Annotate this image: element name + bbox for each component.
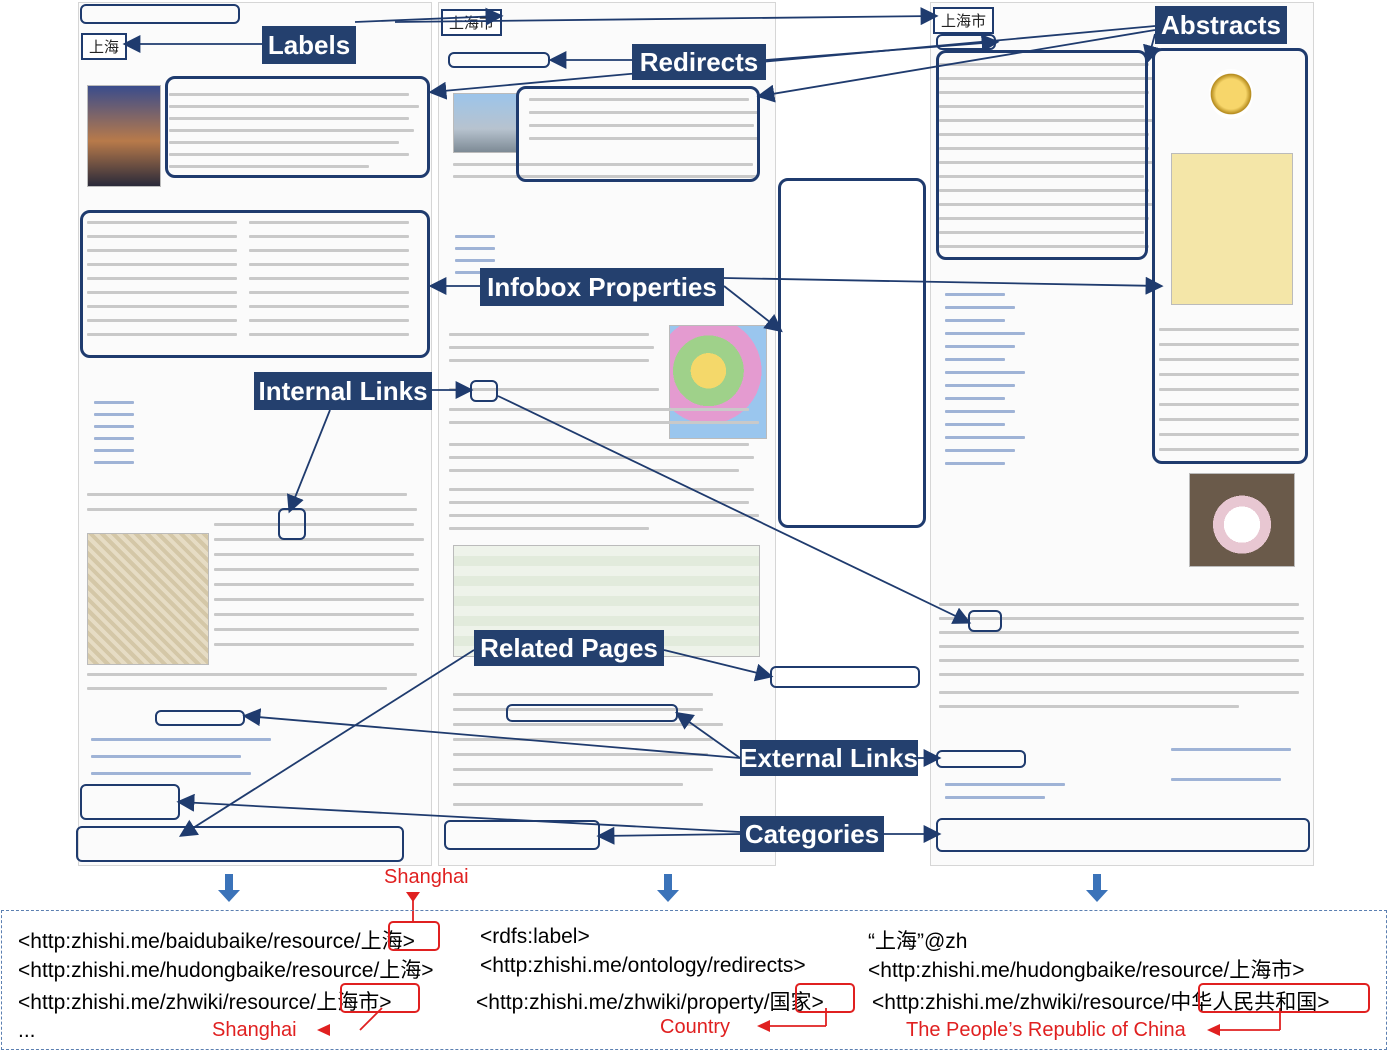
predicate-label: <rdfs:label> xyxy=(480,925,590,948)
label-abstracts: Abstracts xyxy=(1155,6,1287,44)
wiki-abstract-box xyxy=(936,50,1148,260)
wiki-link-box xyxy=(968,610,1002,632)
down-arrow-icon xyxy=(1086,874,1108,902)
wiki-infobox-box xyxy=(1152,48,1308,464)
annotation-shanghai-top: Shanghai xyxy=(384,866,469,888)
highlight-shanghai-zhwiki xyxy=(340,983,420,1013)
hudong-page-title: 上海市 xyxy=(441,9,503,36)
annotation-prc: The People’s Republic of China xyxy=(906,1019,1186,1041)
label-redirects: Redirects xyxy=(632,44,766,80)
label-related-pages: Related Pages xyxy=(474,630,664,666)
baidu-infobox-box xyxy=(80,210,430,358)
rdf-triples-box: <http:zhishi.me/baidubaike/resource/上海> … xyxy=(1,910,1387,1050)
skyline-photo xyxy=(87,85,161,187)
hudong-related-box xyxy=(770,666,920,688)
old-map-image xyxy=(87,533,209,665)
label-external-links: External Links xyxy=(740,740,918,776)
predicate-redirects: <http:zhishi.me/ontology/redirects> xyxy=(480,954,806,977)
china-map-image xyxy=(1171,153,1293,305)
label-categories: Categories xyxy=(740,816,884,852)
subject-hudong: <http:zhishi.me/hudongbaike/resource/上海> xyxy=(18,959,434,982)
down-arrow-icon xyxy=(657,874,679,902)
hudong-category-box xyxy=(444,820,600,850)
subject-baidu: <http:zhishi.me/baidubaike/resource/上海> xyxy=(18,930,415,953)
down-arrow-icon xyxy=(218,874,240,902)
wikipedia-page: 上海市 xyxy=(930,2,1314,866)
hudong-link-box xyxy=(470,380,498,402)
label-internal-links: Internal Links xyxy=(254,372,432,410)
label-infobox-properties: Infobox Properties xyxy=(480,268,724,306)
hudong-external-box xyxy=(506,704,678,722)
emblem-image xyxy=(1209,69,1253,119)
baidu-external-box xyxy=(155,710,245,726)
wiki-page-title: 上海市 xyxy=(933,7,995,34)
subject-zhwiki: <http:zhishi.me/zhwiki/resource/上海市> xyxy=(18,991,392,1014)
magnolia-photo xyxy=(1189,473,1295,567)
baidu-page-title: 上海 xyxy=(81,33,128,60)
label-labels: Labels xyxy=(262,26,356,64)
baidu-abstract-box xyxy=(165,76,430,178)
wiki-category-box xyxy=(936,818,1310,852)
baidu-note-box xyxy=(80,4,240,24)
highlight-country xyxy=(795,983,855,1013)
wiki-redirect-box xyxy=(936,34,996,50)
object-label: “上海”@zh xyxy=(868,930,968,953)
triples-ellipsis: ... xyxy=(18,1019,36,1042)
hudong-infobox-box xyxy=(778,178,926,528)
object-redirect: <http:zhishi.me/hudongbaike/resource/上海市… xyxy=(868,959,1305,982)
hudong-abstract-box xyxy=(516,86,760,182)
highlight-prc xyxy=(1198,983,1370,1013)
baidu-open-category-box xyxy=(80,784,180,820)
annotation-country: Country xyxy=(660,1016,731,1038)
predicate-country: <http:zhishi.me/zhwiki/property/国家> xyxy=(476,991,824,1014)
highlight-shanghai-baidu xyxy=(388,921,440,951)
baidu-link-box xyxy=(278,508,306,540)
annotation-shanghai-bottom: Shanghai xyxy=(212,1019,297,1041)
city-photo xyxy=(453,93,517,153)
baidu-related-box xyxy=(76,826,404,862)
object-country: <http:zhishi.me/zhwiki/resource/中华人民共和国> xyxy=(872,991,1330,1014)
hudong-redirect-box xyxy=(448,52,550,68)
wiki-external-box xyxy=(936,750,1026,768)
